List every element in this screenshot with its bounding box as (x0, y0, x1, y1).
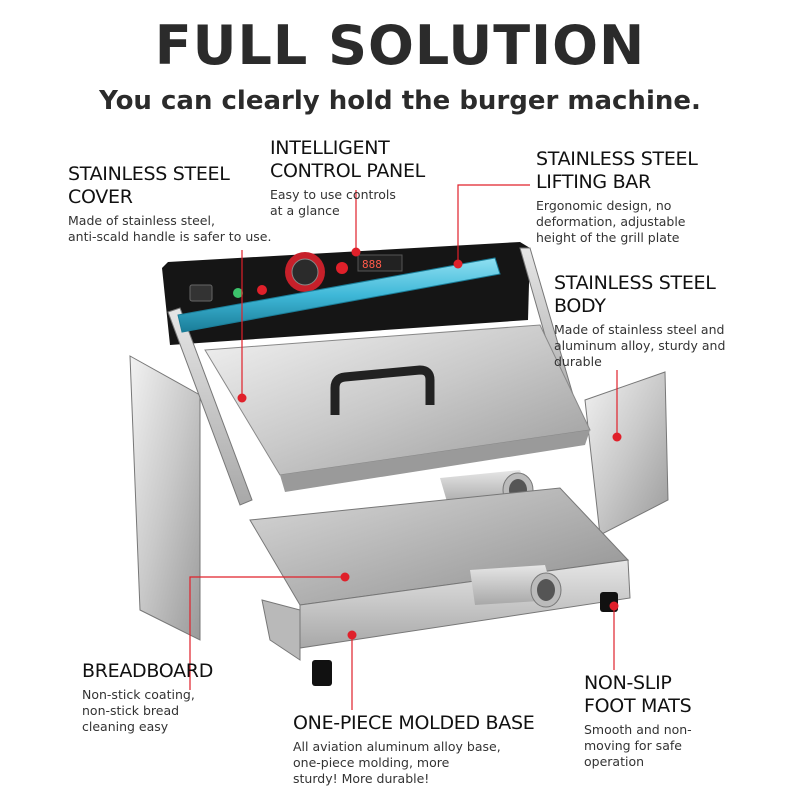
callout-cover: STAINLESS STEEL COVER Made of stainless … (68, 163, 308, 245)
callout-control-panel-desc: Easy to use controls at a glance (270, 187, 396, 218)
callout-body-desc: Made of stainless steel and aluminum all… (554, 322, 726, 369)
left-support (167, 307, 253, 506)
callout-cover-title: STAINLESS STEEL COVER (68, 163, 230, 208)
indicator-green (233, 288, 243, 298)
upper-plate-edge (280, 430, 590, 492)
timer-button (336, 262, 348, 274)
callout-foot-mats: NON-SLIP FOOT MATS Smooth and non- movin… (584, 672, 774, 770)
right-side-panel (584, 371, 669, 536)
callout-lifting-bar-title: STAINLESS STEEL LIFTING BAR (536, 148, 698, 193)
callout-base-desc: All aviation aluminum alloy base, one-pi… (293, 739, 501, 786)
callout-breadboard-desc: Non-stick coating, non-stick bread clean… (82, 687, 195, 734)
callout-breadboard: BREADBOARD Non-stick coating, non-stick … (82, 660, 282, 735)
callout-body: STAINLESS STEEL BODY Made of stainless s… (554, 272, 784, 370)
callout-breadboard-title: BREADBOARD (82, 660, 214, 682)
leader-lifting-bar (457, 184, 530, 264)
callout-lifting-bar-desc: Ergonomic design, no deformation, adjust… (536, 198, 686, 245)
indicator-red (257, 285, 267, 295)
callout-foot-mats-title: NON-SLIP FOOT MATS (584, 672, 692, 717)
headline: FULL SOLUTION (154, 14, 646, 77)
callout-body-title: STAINLESS STEEL BODY (554, 272, 716, 317)
callout-control-panel: INTELLIGENT CONTROL PANEL Easy to use co… (270, 137, 470, 219)
base-body (261, 599, 301, 661)
leader-breadboard (189, 576, 345, 690)
callout-base: ONE-PIECE MOLDED BASE All aviation alumi… (293, 712, 563, 787)
subheadline: You can clearly hold the burger machine. (99, 86, 701, 116)
lifting-bar (177, 257, 501, 333)
callout-control-panel-title: INTELLIGENT CONTROL PANEL (270, 137, 425, 182)
power-switch (189, 284, 213, 302)
callout-lifting-bar: STAINLESS STEEL LIFTING BAR Ergonomic de… (536, 148, 766, 246)
cover-handle (330, 365, 435, 415)
temperature-knob (291, 258, 319, 286)
callout-foot-mats-desc: Smooth and non- moving for safe operatio… (584, 722, 692, 769)
callout-cover-desc: Made of stainless steel, anti-scald hand… (68, 213, 272, 244)
callout-base-title: ONE-PIECE MOLDED BASE (293, 712, 535, 734)
foot-front-left (312, 660, 332, 686)
left-side-panel (129, 355, 201, 641)
digital-display (357, 254, 403, 272)
svg-text:888: 888 (362, 258, 382, 271)
